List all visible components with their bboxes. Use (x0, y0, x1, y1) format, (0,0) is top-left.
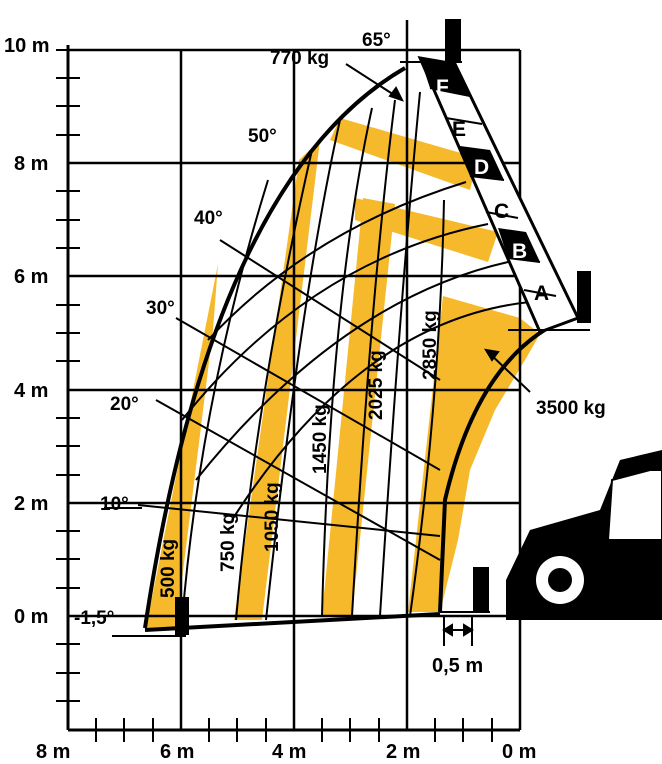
load-label-500: 500 kg (158, 539, 179, 598)
y-tick-2: 2 m (14, 493, 48, 515)
boom-label-a: A (534, 282, 549, 305)
x-tick-6: 6 m (160, 741, 194, 763)
load-label-2850: 2850 kg (420, 310, 441, 380)
load-label-1050: 1050 kg (262, 482, 283, 552)
y-tick-10: 10 m (4, 35, 50, 57)
load-band-1050 (234, 140, 320, 620)
x-tick-4: 4 m (272, 741, 306, 763)
telehandler-icon (506, 450, 662, 620)
y-tick-6: 6 m (14, 266, 48, 288)
load-label-1450: 1450 kg (310, 404, 331, 474)
x-tick-0: 0 m (502, 741, 536, 763)
y-tick-4: 4 m (14, 380, 48, 402)
dimension-marker (442, 616, 474, 646)
load-band-arc-2 (355, 198, 498, 262)
load-label-2025: 2025 kg (366, 350, 387, 420)
load-label-770: 770 kg (270, 48, 329, 69)
angle-65: 65° (362, 30, 391, 51)
load-label-750: 750 kg (218, 513, 239, 572)
leader-lines (345, 63, 531, 393)
boom-section-labels: F E D C B A (436, 76, 549, 305)
reach-arcs (181, 181, 531, 521)
angle-20: 20° (110, 394, 139, 415)
load-curves (181, 91, 445, 623)
y-tick-0: 0 m (14, 606, 48, 628)
boom-body (417, 56, 581, 334)
angle-neg-1-5: -1,5° (74, 608, 114, 629)
minor-ticks (56, 49, 493, 742)
angle-50: 50° (248, 126, 277, 147)
boom-label-b: B (512, 240, 527, 263)
dimension-label: 0,5 m (432, 655, 483, 677)
x-axis-labels: 8 m 6 m 4 m 2 m 0 m (36, 741, 536, 763)
load-label-3500: 3500 kg (536, 398, 606, 419)
angle-rays (104, 239, 441, 561)
boom-section-b (498, 228, 540, 262)
angle-labels: 65° 50° 40° 30° 20° 10° -1,5° (74, 30, 391, 629)
load-labels: 500 kg 750 kg 1050 kg 1450 kg 2025 kg 28… (158, 48, 606, 598)
angle-30: 30° (146, 298, 175, 319)
y-axis-labels: 10 m 8 m 6 m 4 m 2 m 0 m (4, 35, 50, 628)
fork-carriage-icon (112, 19, 591, 637)
boom-label-e: E (452, 118, 466, 141)
angle-40: 40° (194, 208, 223, 229)
boom-label-d: D (474, 156, 489, 179)
x-tick-8: 8 m (36, 741, 70, 763)
boom-label-f: F (436, 76, 449, 99)
ground-line (144, 612, 441, 632)
x-tick-2: 2 m (386, 741, 420, 763)
boom-label-c: C (494, 200, 509, 223)
boom-section-f (420, 58, 470, 96)
boom (417, 56, 581, 334)
load-band-2025 (322, 198, 395, 615)
y-tick-8: 8 m (14, 153, 48, 175)
load-band-layer (146, 118, 540, 628)
load-band-3500 (408, 296, 540, 612)
angle-10: 10° (100, 494, 129, 515)
boom-section-d (460, 146, 504, 180)
